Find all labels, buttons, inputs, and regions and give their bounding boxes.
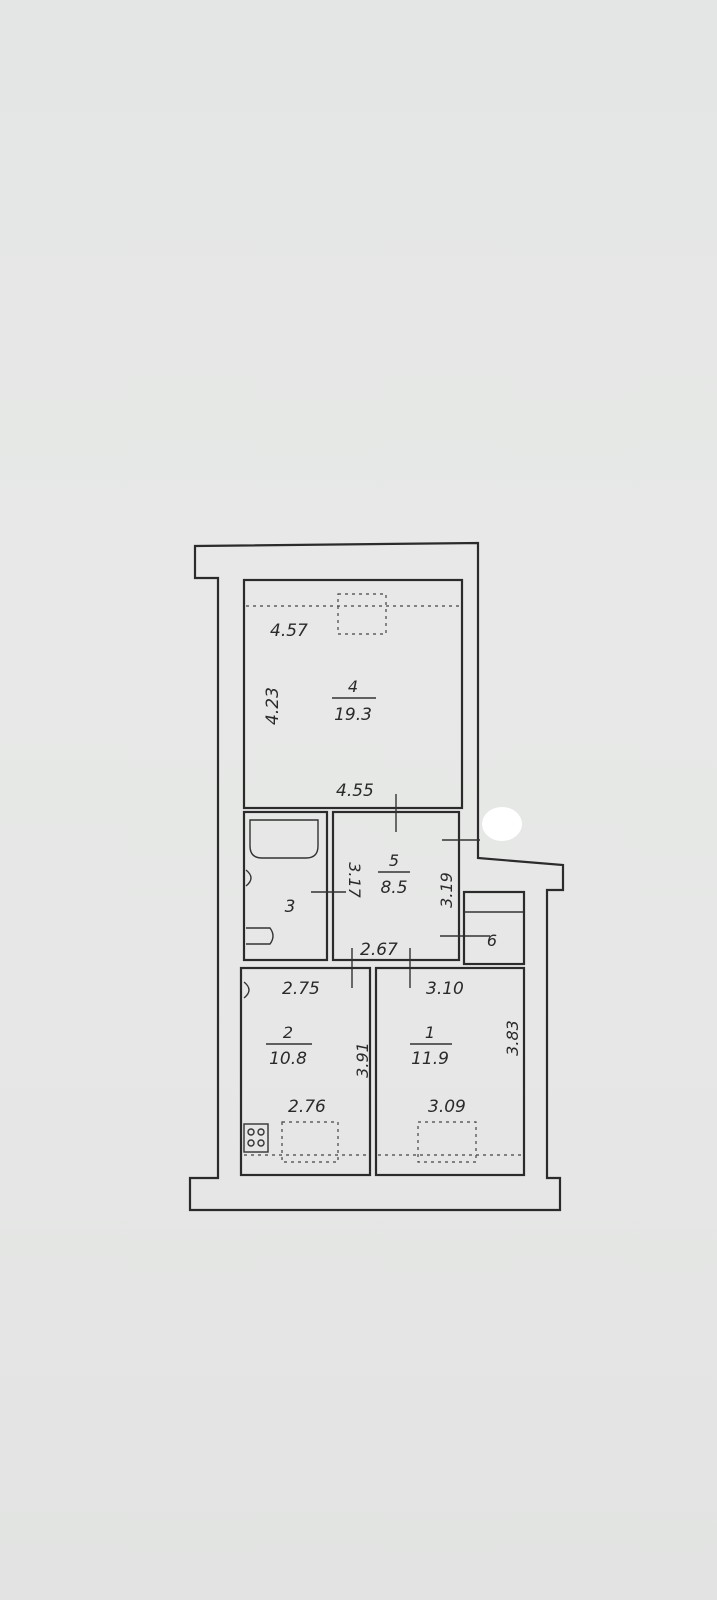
room-1-dim-width-bottom: 3.09: [428, 1097, 466, 1117]
room-4-dim-width-top: 4.57: [270, 621, 308, 641]
room-5-area: 8.5: [380, 878, 407, 898]
bedroom-window-radiator-symbol: [417, 1121, 477, 1163]
room-3-number: 3: [285, 897, 296, 917]
room-2-dim-height: 3.91: [353, 1042, 372, 1078]
room-6-number: 6: [487, 931, 497, 950]
room-2-outline: [239, 966, 372, 1177]
room-1-area: 11.9: [411, 1049, 449, 1069]
room-2-number: 2: [283, 1023, 293, 1042]
room-1-outline: [374, 966, 526, 1177]
room-4-dim-width-bottom: 4.55: [336, 781, 374, 801]
room-4-outline: [242, 578, 464, 810]
window-radiator-symbol: [337, 593, 387, 635]
room-6-outline: [462, 890, 526, 966]
sink-symbol: [245, 869, 252, 887]
room-1-dim-width-top: 3.10: [426, 979, 464, 999]
room-5-dim-left: 3.17: [345, 862, 364, 898]
room-5-dim-right: 3.19: [437, 872, 456, 908]
stove-symbol: [243, 1123, 269, 1153]
room-5-number: 5: [389, 851, 399, 870]
room-1-dim-height: 3.83: [503, 1020, 522, 1056]
room-5-dim-bottom: 2.67: [360, 940, 398, 960]
stove-burner: [257, 1139, 265, 1147]
room-3-outline: [242, 810, 329, 962]
outer-wall-outline: [188, 541, 565, 1212]
stove-burner: [247, 1139, 255, 1147]
bathtub-symbol: [249, 819, 319, 859]
room-2-dim-width-bottom: 2.76: [288, 1097, 326, 1117]
room-2-dim-width-top: 2.75: [282, 979, 320, 999]
room-4-dim-height: 4.23: [263, 687, 283, 725]
room-4-number: 4: [348, 677, 358, 696]
stove-burner: [257, 1128, 265, 1136]
kitchen-window-radiator-symbol: [281, 1121, 339, 1163]
sink-symbol: [243, 981, 250, 999]
toilet-symbol: [246, 927, 274, 945]
stove-burner: [247, 1128, 255, 1136]
room-1-number: 1: [425, 1023, 435, 1042]
room-2-area: 10.8: [269, 1049, 307, 1069]
room-4-area: 19.3: [334, 705, 372, 725]
entrance-marker: [482, 807, 522, 841]
